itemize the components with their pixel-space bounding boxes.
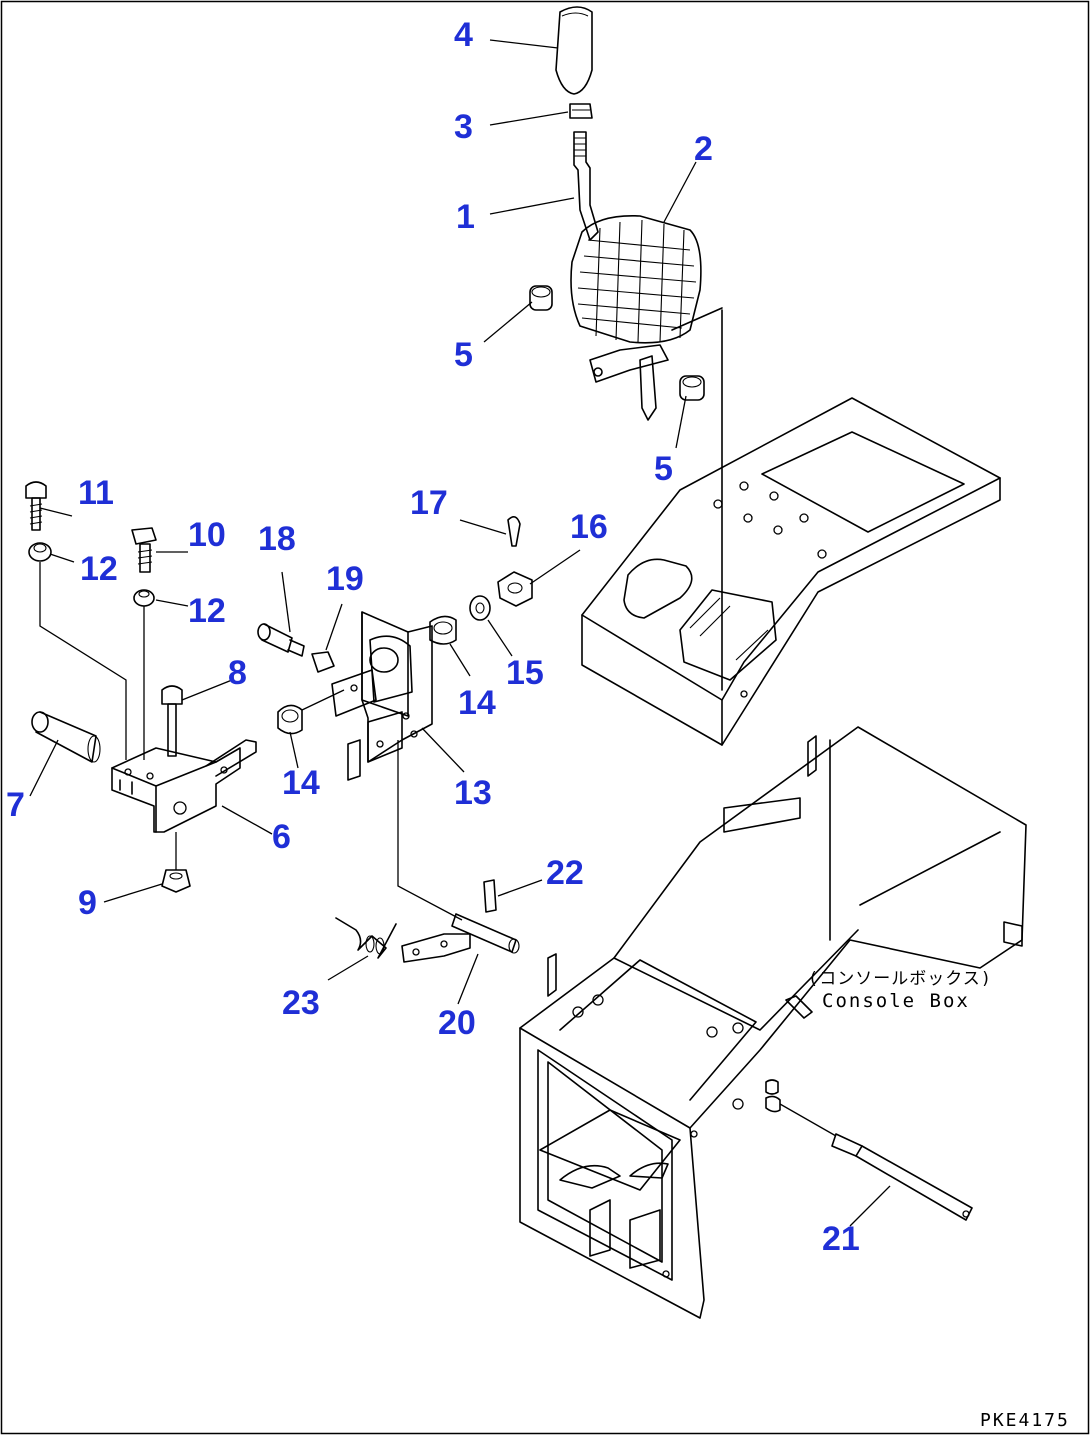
callout-20: 20 xyxy=(438,1004,476,1042)
spring-part-23 xyxy=(335,917,397,959)
callout-6: 6 xyxy=(272,818,291,856)
bolt-part-11 xyxy=(25,481,47,531)
bushing-part-5a xyxy=(529,285,553,311)
lever-part-20 xyxy=(401,913,520,963)
console-box-label-jp: (コンソールボックス) xyxy=(808,969,992,989)
bracket-part-13 xyxy=(331,611,433,781)
callout-14a: 14 xyxy=(282,764,320,802)
bolt-part-18 xyxy=(257,623,305,657)
knob-part xyxy=(555,6,593,95)
callout-10: 10 xyxy=(188,516,226,554)
bushing-part-14b xyxy=(429,615,457,645)
drawing-code: PKE4175 xyxy=(980,1410,1070,1431)
pipe-part-7 xyxy=(31,711,101,763)
nut-part-12b xyxy=(133,589,155,607)
console-box-part xyxy=(519,726,1027,1319)
pin-part-21 xyxy=(765,1079,973,1221)
pin-part-22 xyxy=(483,879,497,913)
callout-9: 9 xyxy=(78,884,97,922)
callout-18: 18 xyxy=(258,520,296,558)
callout-17: 17 xyxy=(410,484,448,522)
leader-lines xyxy=(29,39,891,1227)
bolt-part-10 xyxy=(131,527,157,573)
callout-3: 3 xyxy=(454,108,473,146)
callout-21: 21 xyxy=(822,1220,860,1258)
nut-part-19 xyxy=(311,651,335,673)
callout-23: 23 xyxy=(282,984,320,1022)
callout-13: 13 xyxy=(454,774,492,812)
callout-4: 4 xyxy=(454,16,473,54)
guide-line-14a xyxy=(301,689,345,711)
bushing-part-14a xyxy=(277,704,303,735)
callout-12a: 12 xyxy=(80,550,118,588)
bushing-part-5b xyxy=(679,375,705,401)
bolt-part-8 xyxy=(161,685,183,757)
callout-14b: 14 xyxy=(458,684,496,722)
console-top-part xyxy=(581,309,1001,746)
callout-1: 1 xyxy=(456,198,475,236)
nut-part-9 xyxy=(161,869,191,893)
callout-12b: 12 xyxy=(188,592,226,630)
callout-5a: 5 xyxy=(454,336,473,374)
boot-part xyxy=(570,215,723,421)
washer-part-15 xyxy=(469,595,491,621)
callout-2: 2 xyxy=(694,130,713,168)
bracket-part-6 xyxy=(111,739,257,833)
callout-7: 7 xyxy=(6,786,25,824)
callout-16: 16 xyxy=(570,508,608,546)
guide-line-12a xyxy=(39,562,127,760)
pin-part-17 xyxy=(507,516,521,547)
nut-part xyxy=(569,103,593,119)
callout-5b: 5 xyxy=(654,450,673,488)
callout-22: 22 xyxy=(546,854,584,892)
callout-8: 8 xyxy=(228,654,247,692)
nut-part-16 xyxy=(497,571,533,607)
lever-part xyxy=(573,131,599,241)
callout-11: 11 xyxy=(78,474,114,512)
guide-line-13 xyxy=(397,740,463,921)
callout-19: 19 xyxy=(326,560,364,598)
washer-part-12a xyxy=(28,542,52,562)
callout-15: 15 xyxy=(506,654,544,692)
console-box-label-en: Console Box xyxy=(822,990,970,1012)
